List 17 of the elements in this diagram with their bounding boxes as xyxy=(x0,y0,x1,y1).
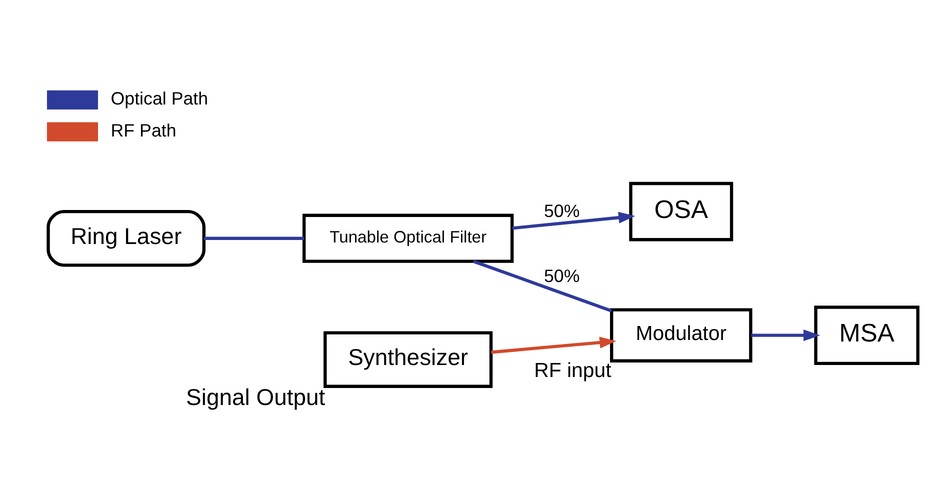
node-box: MSA xyxy=(814,305,920,364)
node-box: Tunable Optical Filter xyxy=(302,213,514,262)
legend-label: RF Path xyxy=(110,120,176,140)
node-label: RF input xyxy=(534,360,612,382)
edge-label: 50% xyxy=(544,266,580,286)
arrow xyxy=(491,336,616,354)
node-box: Synthesizer xyxy=(324,330,493,388)
node-box: OSA xyxy=(629,181,734,241)
node-box: Ring Laser xyxy=(46,209,206,266)
node-box: Modulator xyxy=(610,308,752,362)
edge-label: 50% xyxy=(544,200,580,220)
node-label: Signal Output xyxy=(186,383,326,410)
arrow xyxy=(751,329,820,341)
arrow xyxy=(512,211,636,230)
connector xyxy=(472,259,612,312)
connector xyxy=(204,236,304,240)
legend-label: Optical Path xyxy=(110,88,208,108)
